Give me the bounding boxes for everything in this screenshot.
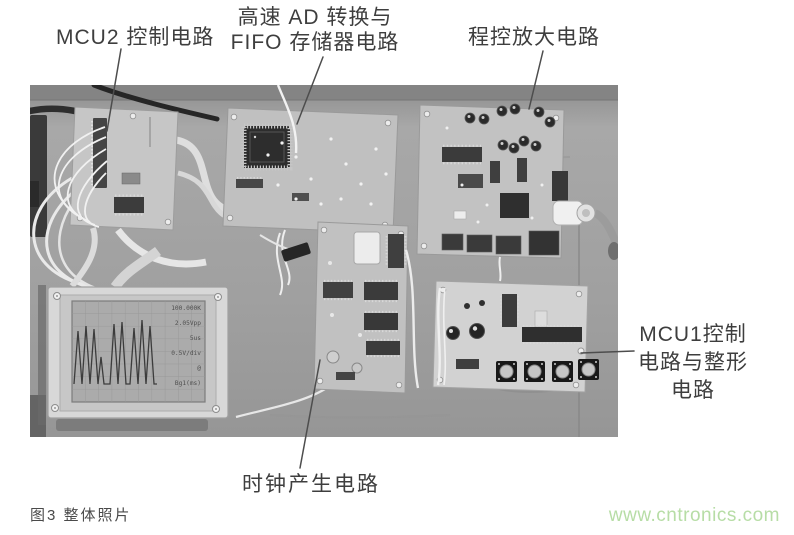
svg-text:100.000K: 100.000K <box>171 305 201 312</box>
mcu2-board <box>53 106 179 231</box>
wire-clip <box>259 234 311 262</box>
label-text-line1: MCU1控制 <box>639 323 747 346</box>
label-programmable-amplifier-circuit: 程控放大电路 <box>468 25 600 50</box>
bnc-connector <box>552 200 620 260</box>
lcd-module: 100.000K 2.05Vpp 5us 0.5V/div @ Bg1(ms) <box>38 285 229 431</box>
lcd-screws <box>51 292 222 413</box>
label-text-line3: 电路 <box>671 379 715 402</box>
svg-text:@: @ <box>197 365 201 372</box>
amp-board <box>416 103 620 260</box>
leader-target-pad <box>577 347 585 355</box>
label-mcu2-control-circuit: MCU2 控制电路 <box>56 25 214 50</box>
label-text: 时钟产生电路 <box>242 473 380 496</box>
figure-caption: 图3 整体照片 <box>30 507 132 524</box>
wire-bundle <box>53 126 108 228</box>
svg-text:Bg1(ms): Bg1(ms) <box>175 380 201 387</box>
svg-text:0.5V/div: 0.5V/div <box>171 350 201 357</box>
lcd-readout: 100.000K 2.05Vpp 5us 0.5V/div @ Bg1(ms) <box>171 305 201 387</box>
push-buttons <box>496 359 599 382</box>
label-text-line2: 电路与整形 <box>638 351 748 374</box>
label-text-line1: 高速 AD 转换与 <box>237 6 393 29</box>
label-clock-generator-circuit: 时钟产生电路 <box>242 472 380 497</box>
svg-text:5us: 5us <box>190 335 201 342</box>
label-text-line2: FIFO 存储器电路 <box>230 31 400 54</box>
label-text: MCU2 控制电路 <box>56 26 215 49</box>
capacitors <box>464 103 556 154</box>
label-text: 程控放大电路 <box>468 26 600 49</box>
svg-text:2.05Vpp: 2.05Vpp <box>175 320 201 327</box>
label-mcu1-control-shaping-circuit: MCU1控制 电路与整形 电路 <box>615 321 771 405</box>
mcu1-board <box>432 256 599 393</box>
clock-board <box>313 221 420 394</box>
photo-overall: 100.000K 2.05Vpp 5us 0.5V/div @ Bg1(ms) <box>26 82 620 437</box>
crystal-oscillator <box>353 231 381 265</box>
lcd-waveform <box>73 319 157 385</box>
qfp-chip <box>241 123 293 171</box>
ad-fifo-board <box>222 84 399 234</box>
label-ad-fifo-circuit: 高速 AD 转换与 FIFO 存储器电路 <box>225 5 405 55</box>
site-watermark: www.cntronics.com <box>608 505 780 526</box>
